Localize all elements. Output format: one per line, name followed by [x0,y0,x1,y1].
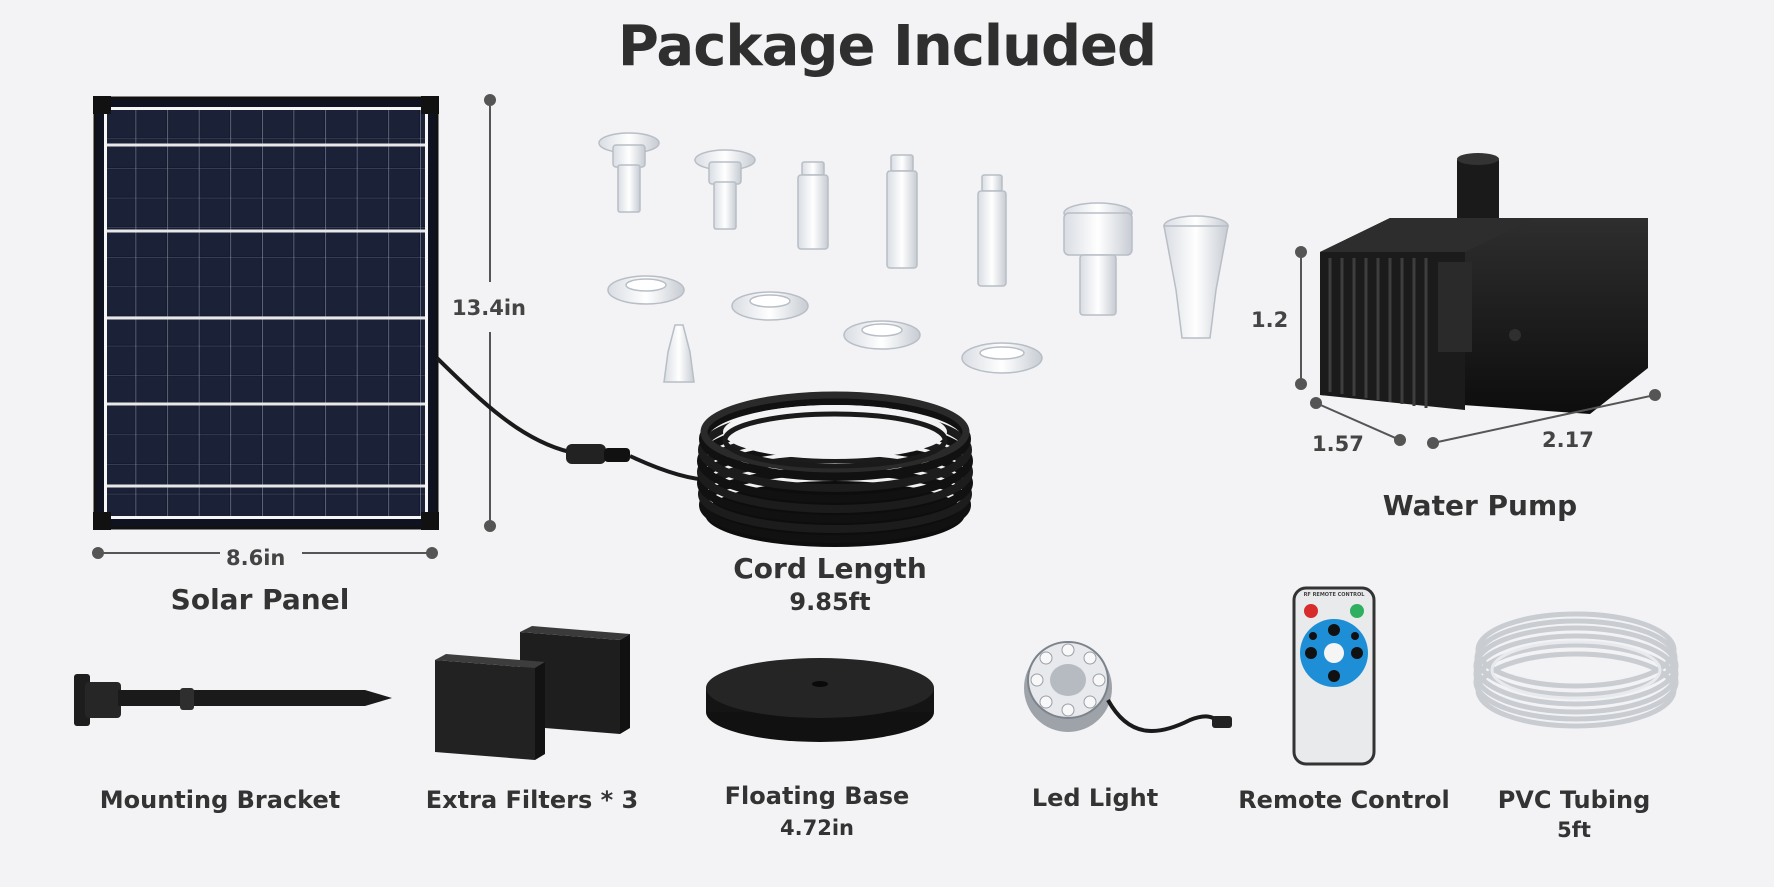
pump-depth-text: 1.57 [1312,432,1364,456]
pvc-tubing-image [1473,611,1679,729]
nozzle-set-image [598,132,1229,383]
extra-filters-image [435,626,630,760]
led-light-image [1024,641,1232,733]
mounting-bracket-image [74,674,392,726]
water-pump-image [1320,153,1648,414]
pump-dimension-lines [1295,246,1661,449]
mounting-bracket-label: Mounting Bracket [99,786,341,814]
cord-length-label: Cord Length [733,552,927,585]
panel-height-dimension [484,94,496,532]
solar-panel-image [93,96,439,530]
floating-base-size: 4.72in [780,816,854,840]
floating-base-label: Floating Base [724,782,910,810]
cord-length-value: 9.85ft [789,588,871,616]
pvc-tubing-label: PVC Tubing [1497,786,1651,814]
pump-width-text: 2.17 [1542,428,1594,452]
led-light-label: Led Light [1031,784,1159,812]
panel-height-text: 13.4in [452,296,526,320]
floating-base-image [706,658,934,742]
remote-control-image [1292,586,1376,766]
page-title: Package Included [617,14,1157,79]
solar-panel-label: Solar Panel [170,583,350,616]
panel-width-dimension [92,547,438,559]
pump-height-text: 1.2 [1251,308,1289,332]
extra-filters-label: Extra Filters * 3 [425,786,639,814]
remote-header-text: RF REMOTE CONTROL [1303,592,1365,598]
remote-control-label: Remote Control [1238,786,1450,814]
water-pump-label: Water Pump [1382,489,1578,522]
power-cord-image [435,356,973,547]
pvc-tubing-length: 5ft [1557,818,1591,842]
panel-width-text: 8.6in [226,546,286,570]
